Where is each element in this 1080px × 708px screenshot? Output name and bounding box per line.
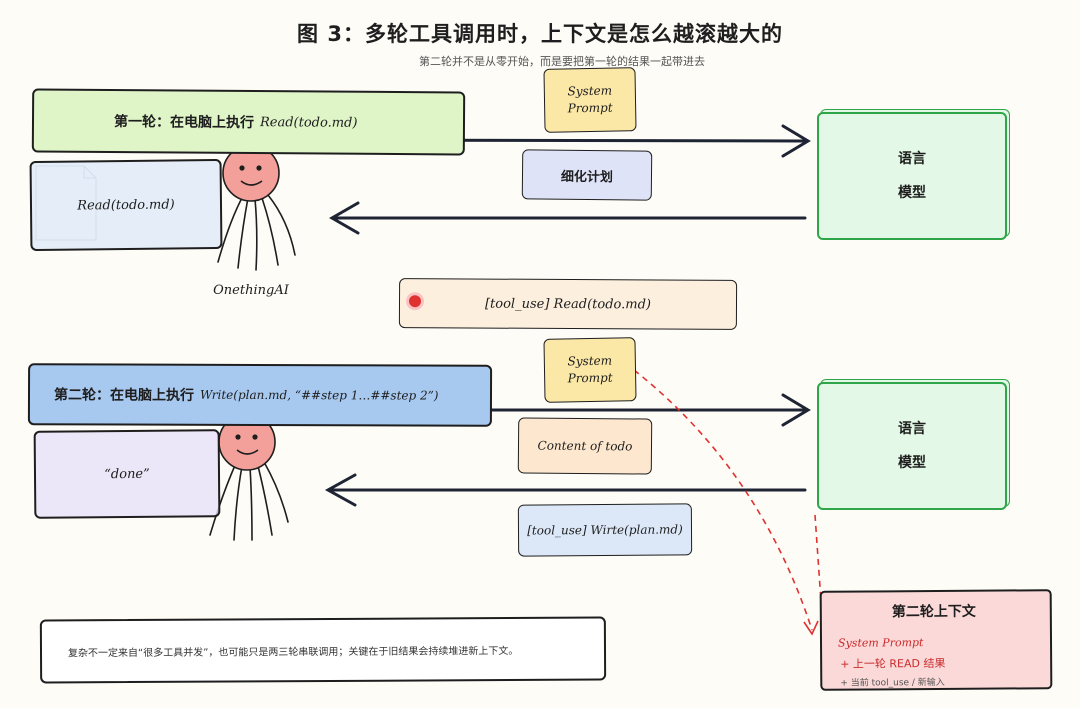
- context-line-read-result: + 上一轮 READ 结果: [840, 656, 946, 671]
- refine-plan-card: 细化计划: [521, 149, 653, 201]
- system-prompt-note-round1: System Prompt: [543, 67, 637, 133]
- round2-banner: 第二轮：在电脑上执行 Write(plan.md, “##step 1…##st…: [27, 363, 493, 427]
- content-of-todo-label: Content of todo: [537, 438, 633, 454]
- model-label-round2: 语言 模型: [898, 421, 926, 471]
- footnote-text: 复杂不一定来自“很多工具并发”，也可能只是两三轮串联调用；关键在于旧结果会持续堆…: [67, 645, 519, 659]
- record-dot-icon: [408, 295, 422, 308]
- agent-name: OnethingAI: [213, 283, 289, 298]
- system-prompt-label-round2: System Prompt: [567, 353, 613, 386]
- footnote-box: 复杂不一定来自“很多工具并发”，也可能只是两三轮串联调用；关键在于旧结果会持续堆…: [39, 616, 607, 684]
- round1-response-arrow: [328, 201, 807, 235]
- model-label-round1: 语言 模型: [898, 151, 926, 201]
- context-line-system-prompt: System Prompt: [837, 636, 924, 650]
- tool-use-record-label: [tool_use] Read(todo.md): [484, 296, 652, 312]
- language-model-round1: 语言 模型: [817, 112, 1007, 240]
- context-line-tool-use: + 当前 tool_use / 新输入: [840, 677, 945, 689]
- round1-banner-prefix: 第一轮：在电脑上执行: [113, 114, 255, 132]
- round2-context-panel: 第二轮上下文 System Prompt + 上一轮 READ 结果 + 当前 …: [819, 589, 1053, 691]
- context-arrow-head: [803, 620, 819, 636]
- context-carry-arrow: [633, 369, 824, 631]
- round1-banner-call: Read(todo.md): [259, 114, 358, 131]
- read-result-label: Read(todo.md): [77, 196, 175, 214]
- round2-banner-prefix: 第二轮：在电脑上执行: [53, 387, 195, 404]
- done-result-card: “done”: [33, 429, 221, 519]
- context-panel-title: 第二轮上下文: [891, 603, 976, 621]
- round2-banner-call: Write(plan.md, “##step 1…##step 2”): [199, 387, 439, 403]
- language-model-round2: 语言 模型: [817, 382, 1007, 510]
- round1-banner: 第一轮：在电脑上执行 Read(todo.md): [31, 88, 466, 156]
- tool-use-write-label: [tool_use] Wirte(plan.md): [527, 522, 683, 538]
- tool-use-write-card: [tool_use] Wirte(plan.md): [517, 503, 693, 557]
- page-title: 图 3：多轮工具调用时，上下文是怎么越滚越大的: [297, 22, 783, 46]
- agent-figure-round2: [209, 413, 289, 541]
- system-prompt-note-round2: System Prompt: [543, 337, 637, 403]
- done-result-label: “done”: [104, 466, 150, 482]
- tool-use-record: [tool_use] Read(todo.md): [398, 278, 738, 330]
- round2-response-arrow: [324, 473, 807, 507]
- agent-figure-round1: [217, 144, 296, 271]
- system-prompt-label-round1: System Prompt: [567, 83, 613, 116]
- page-subtitle: 第二轮并不是从零开始，而是要把第一轮的结果一起带进去: [419, 55, 705, 68]
- refine-plan-label: 细化计划: [560, 169, 614, 185]
- content-of-todo-card: Content of todo: [517, 417, 653, 475]
- read-result-card: Read(todo.md): [29, 158, 223, 252]
